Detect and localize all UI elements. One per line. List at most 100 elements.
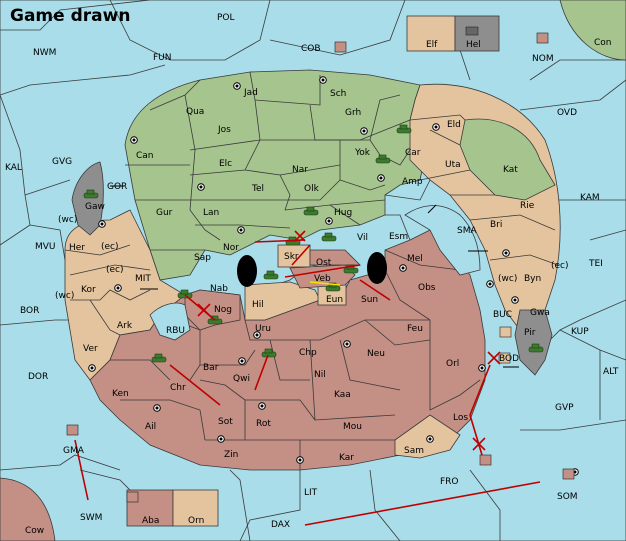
land-labels: Elf Hel Con Jad Sch Qua Jos Grh Can Eld … xyxy=(25,38,612,536)
label-kup: KUP xyxy=(571,327,589,337)
label-kor: Kor xyxy=(81,285,96,295)
label-ken: Ken xyxy=(112,389,129,399)
label-chp: Chp xyxy=(299,348,317,358)
label-hug: Hug xyxy=(334,208,352,218)
label-hel: Hel xyxy=(466,40,481,50)
label-hil: Hil xyxy=(252,300,264,310)
province-orn xyxy=(172,489,219,527)
label-uru: Uru xyxy=(255,324,271,334)
label-pir: Pir xyxy=(524,328,536,338)
label-bri: Bri xyxy=(490,220,502,230)
label-eld: Eld xyxy=(447,120,461,130)
label-gvp: GVP xyxy=(555,403,574,413)
label-mit: MIT xyxy=(135,274,151,284)
label-fro: FRO xyxy=(440,477,459,487)
label-sch: Sch xyxy=(330,89,346,99)
label-mou: Mou xyxy=(343,422,362,432)
label-kaa: Kaa xyxy=(334,390,351,400)
label-pol: POL xyxy=(217,13,235,23)
units xyxy=(66,26,575,503)
label-esm: Esm xyxy=(389,232,408,242)
label-nom: NOM xyxy=(532,54,554,64)
label-con: Con xyxy=(594,38,612,48)
label-ver: Ver xyxy=(83,344,98,354)
label-yok: Yok xyxy=(354,148,371,158)
label-can: Can xyxy=(136,151,154,161)
label-aba: Aba xyxy=(142,516,159,526)
label-rie: Rie xyxy=(520,201,535,211)
label-kar: Kar xyxy=(339,453,354,463)
label-bor: BOR xyxy=(20,306,39,316)
label-olk: Olk xyxy=(304,184,320,194)
label-lit: LIT xyxy=(304,488,318,498)
label-gvg: GVG xyxy=(52,157,72,167)
label-cob: COB xyxy=(301,44,321,54)
label-jad: Jad xyxy=(243,88,258,98)
label-fun: FUN xyxy=(153,53,172,63)
game-status-title: Game drawn xyxy=(10,6,130,26)
label-wc-kor: (wc) xyxy=(55,291,74,301)
canal-west xyxy=(237,255,257,287)
label-nil: Nil xyxy=(314,370,326,380)
label-elf: Elf xyxy=(426,40,438,50)
label-nog: Nog xyxy=(214,305,232,315)
label-kam: KAM xyxy=(580,193,600,203)
label-kal: KAL xyxy=(5,163,22,173)
label-her: Her xyxy=(69,243,85,253)
label-alt: ALT xyxy=(603,367,619,377)
army-unit xyxy=(83,124,544,363)
label-sma: SMA xyxy=(457,226,477,236)
label-som: SOM xyxy=(557,492,578,502)
label-sot: Sot xyxy=(218,417,233,427)
label-dax: DAX xyxy=(271,520,290,530)
label-grh: Grh xyxy=(345,108,361,118)
label-lan: Lan xyxy=(203,208,219,218)
label-tei: TEI xyxy=(588,259,603,269)
label-buc: BUC xyxy=(493,310,512,320)
label-bar: Bar xyxy=(203,363,219,373)
failed-order-marks xyxy=(197,230,501,451)
coast-links xyxy=(110,185,519,368)
label-wc-her: (wc) xyxy=(58,215,77,225)
label-kat: Kat xyxy=(503,165,518,175)
label-nwm: NWM xyxy=(33,48,56,58)
label-gma: GMA xyxy=(63,446,85,456)
label-skr: Skr xyxy=(284,252,299,262)
north-provinces xyxy=(124,69,431,281)
label-ail: Ail xyxy=(145,422,156,432)
label-jos: Jos xyxy=(217,125,231,135)
label-cow: Cow xyxy=(25,526,44,536)
label-obs: Obs xyxy=(418,283,436,293)
label-qwi: Qwi xyxy=(233,374,250,384)
label-sun: Sun xyxy=(361,295,378,305)
label-ec-kor: (ec) xyxy=(106,265,124,275)
label-ec-her: (ec) xyxy=(101,242,119,252)
label-gaw: Gaw xyxy=(85,202,105,212)
label-sap: Sap xyxy=(194,253,211,263)
label-mel: Mel xyxy=(407,254,423,264)
label-orn: Orn xyxy=(188,516,204,526)
label-tel: Tel xyxy=(251,184,264,194)
label-nor: Nor xyxy=(223,243,239,253)
label-uta: Uta xyxy=(445,160,461,170)
label-byn: Byn xyxy=(524,274,541,284)
label-ost: Ost xyxy=(316,258,332,268)
canal-east xyxy=(367,252,387,284)
label-dor: DOR xyxy=(28,372,48,382)
label-neu: Neu xyxy=(367,349,385,359)
label-orl: Orl xyxy=(446,359,459,369)
label-swm: SWM xyxy=(80,513,102,523)
label-nab: Nab xyxy=(210,284,228,294)
label-mvu: MVU xyxy=(35,242,56,252)
label-sam: Sam xyxy=(404,446,424,456)
label-wc-byn: (wc) xyxy=(498,274,517,284)
label-ovd: OVD xyxy=(557,108,577,118)
inner-sea-rbu xyxy=(149,302,191,341)
label-gor: GOR xyxy=(107,182,127,192)
label-car: Car xyxy=(405,148,421,158)
label-chr: Chr xyxy=(170,383,186,393)
label-rbu: RBU xyxy=(166,326,185,336)
label-qua: Qua xyxy=(186,107,204,117)
